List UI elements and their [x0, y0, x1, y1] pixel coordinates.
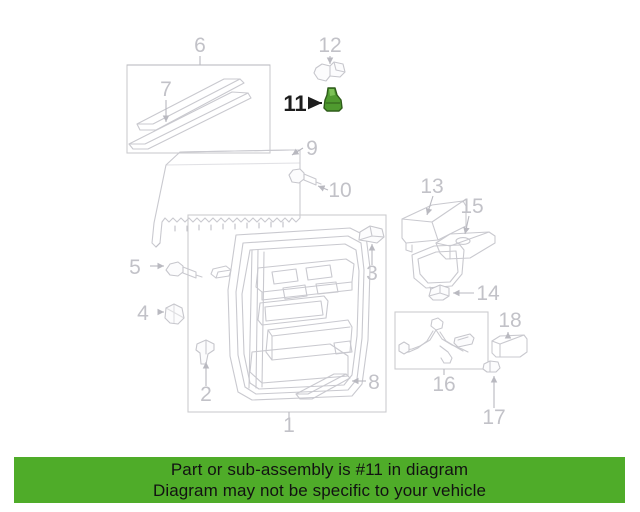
- part-group-1: [187, 214, 387, 413]
- part-group-2: [195, 339, 215, 365]
- callout-8: 8: [368, 371, 380, 394]
- callout-13: 13: [420, 175, 443, 198]
- leader-lines: [127, 56, 512, 418]
- part-group-13: [401, 200, 467, 253]
- callout-3: 3: [366, 262, 378, 285]
- part-group-11-highlighted: [323, 87, 343, 112]
- part-group-15: [411, 231, 496, 295]
- part-group-4: [164, 303, 185, 325]
- disclaimer-line-1: Part or sub-assembly is #11 in diagram: [170, 460, 469, 479]
- callout-12: 12: [318, 34, 341, 57]
- callout-6: 6: [194, 34, 206, 57]
- part-group-8: [295, 373, 351, 400]
- part-group-16: [394, 311, 489, 370]
- callout-1: 1: [283, 414, 295, 437]
- callout-4: 4: [137, 302, 149, 325]
- part-group-7: [128, 78, 252, 150]
- callout-14: 14: [476, 282, 500, 305]
- callout-10: 10: [328, 179, 351, 202]
- callout-17: 17: [482, 406, 505, 429]
- part-group-10: [288, 168, 322, 186]
- part-group-3: [358, 225, 385, 244]
- part-group-6: [126, 64, 271, 154]
- part-group-18: [491, 334, 528, 358]
- part-group-14: [428, 284, 450, 301]
- parts-diagram: .ln { fill:none; stroke:#c9c9cf; stroke-…: [126, 34, 528, 437]
- part-group-12: [313, 61, 346, 82]
- callout-11-highlighted: 11: [283, 91, 306, 116]
- callout-5: 5: [129, 256, 141, 279]
- disclaimer-line-2: Diagram may not be specific to your vehi…: [152, 481, 487, 500]
- callout-9: 9: [306, 137, 318, 160]
- disclaimer-banner: Part or sub-assembly is #11 in diagram D…: [14, 457, 625, 503]
- diagram-canvas: .ln { fill:none; stroke:#c9c9cf; stroke-…: [126, 34, 528, 437]
- callout-18: 18: [498, 309, 521, 332]
- part-group-9: [151, 149, 301, 248]
- callout-16: 16: [432, 373, 455, 396]
- callout-numbers: 1 2 3 4 5 6 7 8 9 10 11 12 13 14 15 16 1…: [129, 34, 522, 437]
- part-group-17: [482, 360, 501, 373]
- callout-2: 2: [200, 383, 212, 406]
- callout-15: 15: [460, 195, 483, 218]
- callout-7: 7: [160, 78, 172, 101]
- part-group-5: [165, 261, 203, 279]
